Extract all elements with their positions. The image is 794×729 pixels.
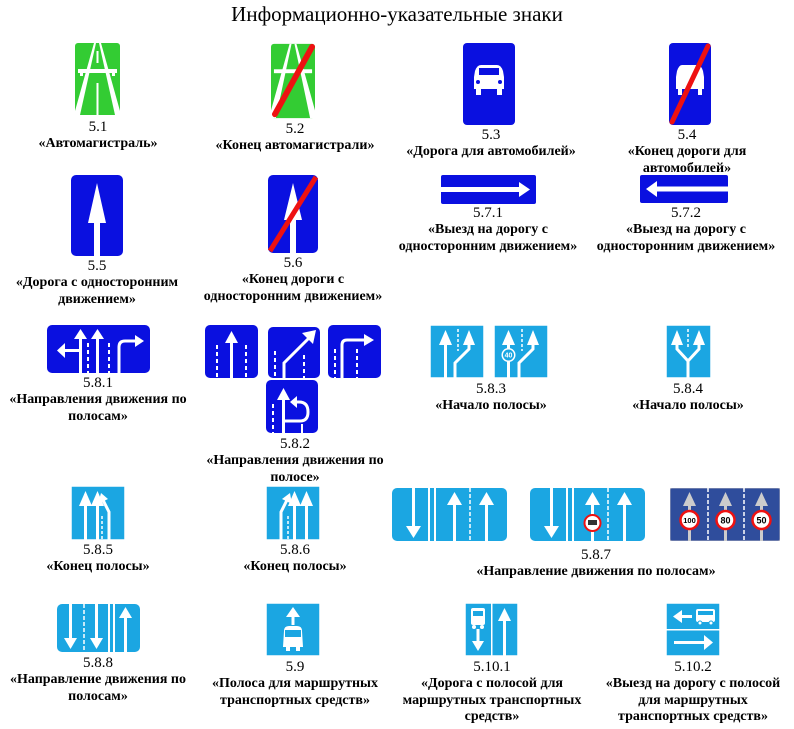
caption-5-1: 5.1«Автомагистраль»	[0, 119, 198, 153]
caption-5-8-3: 5.8.3«Начало полосы»	[389, 381, 593, 415]
sign-number: 5.2	[285, 121, 305, 137]
speed-limit-label: 100	[683, 516, 696, 525]
caption-5-8-5: 5.8.5«Конец полосы»	[0, 542, 198, 576]
sign-label: «Выезд на дорогу с односторонним движени…	[596, 222, 776, 254]
sign-5-1-motorway	[75, 43, 120, 115]
caption-5-8-7: 5.8.7«Направление движения по полосам»	[436, 547, 756, 581]
sign-label: «Конец дороги с односторонним движением»	[203, 272, 383, 304]
caption-5-8-1: 5.8.1«Направления движения по полосам»	[0, 375, 198, 425]
sign-5-8-2-straight-or-u-turn	[266, 380, 318, 433]
sign-number: 5.8.8	[83, 655, 113, 671]
caption-5-9: 5.9«Полоса для маршрутных транспортных с…	[195, 659, 395, 709]
caption-5-10-2: 5.10.2«Выезд на дорогу с полосой для мар…	[593, 659, 793, 726]
sign-label: «Начало полосы»	[435, 398, 547, 413]
caption-5-8-2: 5.8.2«Направления движения по полосе»	[195, 436, 395, 486]
sign-5-8-7-lane-directions-a	[392, 488, 507, 541]
sign-label: «Направление движения по полосам»	[9, 672, 186, 704]
sign-label: «Направление движения по полосам»	[476, 564, 716, 579]
sign-label: «Конец автомагистрали»	[215, 138, 375, 153]
caption-5-6: 5.6«Конец дороги с односторонним движени…	[193, 255, 393, 305]
sign-5-7-2-exit-to-one-way-road	[640, 175, 728, 203]
truck-icon	[588, 520, 597, 525]
speed-limit-label: 80	[720, 516, 730, 526]
caption-5-10-1: 5.10.1«Дорога с полосой для маршрутных т…	[392, 659, 592, 726]
sign-label: «Дорога с односторонним движением»	[15, 275, 179, 307]
sign-5-8-3-lane-start	[430, 325, 484, 378]
sign-5-3-road-for-cars	[463, 43, 515, 125]
sign-5-4-end-of-road-for-cars	[669, 43, 711, 125]
caption-5-8-8: 5.8.8«Направление движения по полосам»	[0, 655, 198, 705]
caption-5-8-4: 5.8.4«Начало полосы»	[588, 381, 788, 415]
sign-label: «Конец полосы»	[46, 559, 150, 574]
caption-5-7-1: 5.7.1«Выезд на дорогу с односторонним дв…	[393, 205, 583, 255]
sign-label: «Выезд на дорогу с односторонним движени…	[398, 222, 578, 254]
sign-number: 5.8.6	[280, 542, 310, 558]
caption-5-7-2: 5.7.2«Выезд на дорогу с односторонним дв…	[591, 205, 781, 255]
sign-5-8-3-lane-start-speed-40: 40	[494, 325, 548, 378]
sign-5-8-2-turn-right	[328, 325, 381, 378]
sign-number: 5.5	[87, 258, 107, 274]
sign-5-6-end-of-one-way-road	[268, 175, 318, 253]
speed-limit-label: 40	[505, 353, 513, 360]
sign-5-8-6-lane-end	[266, 486, 320, 540]
sign-label: «Полоса для маршрутных транспортных сред…	[212, 676, 378, 708]
sign-5-8-2-diagonal-right	[268, 327, 320, 378]
sign-number: 5.8.2	[280, 436, 310, 452]
sign-label: «Начало полосы»	[632, 398, 744, 413]
sign-label: «Направления движения по полосе»	[206, 453, 384, 485]
sign-number: 5.1	[88, 119, 108, 135]
sign-label: «Конец дороги для автомобилей»	[627, 144, 747, 176]
speed-limit-label: 50	[756, 516, 766, 526]
caption-5-3: 5.3«Дорога для автомобилей»	[389, 127, 593, 161]
sign-5-8-7-lane-speed-limits: 100 80 50	[670, 488, 780, 541]
sign-5-8-5-lane-end	[71, 486, 125, 540]
caption-5-8-6: 5.8.6«Конец полосы»	[195, 542, 395, 576]
sign-5-8-2-straight	[205, 325, 258, 378]
sign-5-5-one-way-road	[71, 175, 123, 256]
bus-icon	[283, 626, 303, 651]
caption-5-5: 5.5«Дорога с односторонним движением»	[0, 258, 194, 308]
sign-number: 5.10.1	[473, 659, 511, 675]
sign-5-8-1-lane-directions	[47, 325, 150, 373]
sign-label: «Выезд на дорогу с полосой для маршрутны…	[605, 676, 781, 724]
sign-label: «Автомагистраль»	[38, 136, 158, 151]
sign-5-8-7-lane-directions-b	[530, 488, 645, 541]
car-icon	[474, 65, 504, 95]
caption-5-2: 5.2«Конец автомагистрали»	[195, 121, 395, 155]
sign-number: 5.4	[677, 127, 697, 143]
sign-5-2-end-of-motorway	[271, 43, 315, 119]
sign-number: 5.8.5	[83, 542, 113, 558]
sign-5-8-8-lane-directions	[57, 604, 140, 652]
sign-number: 5.7.1	[473, 205, 503, 221]
sign-label: «Конец полосы»	[243, 559, 347, 574]
sign-number: 5.7.2	[671, 205, 701, 221]
sign-number: 5.8.4	[673, 381, 703, 397]
sign-number: 5.8.1	[83, 375, 113, 391]
sign-number: 5.10.2	[674, 659, 712, 675]
sign-number: 5.9	[285, 659, 305, 675]
sign-5-8-4-lane-start	[666, 325, 711, 378]
sign-5-10-1-road-with-bus-lane	[465, 603, 518, 656]
page-title: Информационно-указательные знаки	[231, 2, 563, 26]
sign-5-10-2-exit-to-road-with-bus-lane	[666, 603, 720, 656]
sign-number: 5.3	[481, 127, 501, 143]
sign-5-9-bus-lane	[266, 603, 320, 656]
sign-label: «Дорога с полосой для маршрутных транспо…	[402, 676, 582, 724]
sign-label: «Дорога для автомобилей»	[406, 144, 576, 159]
sign-number: 5.6	[283, 255, 303, 271]
caption-5-4: 5.4«Конец дороги для автомобилей»	[597, 127, 777, 177]
sign-number: 5.8.7	[581, 547, 611, 563]
sign-label: «Направления движения по полосам»	[9, 392, 187, 424]
sign-number: 5.8.3	[476, 381, 506, 397]
sign-5-7-1-exit-to-one-way-road	[441, 175, 536, 204]
